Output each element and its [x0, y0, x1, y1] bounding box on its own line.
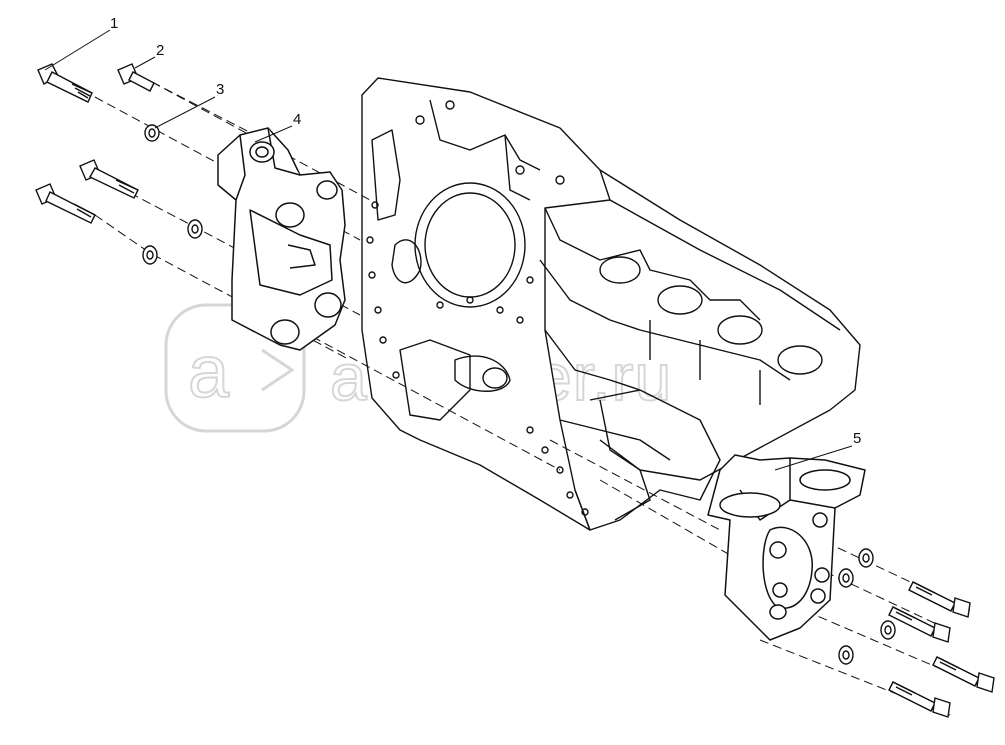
bolt-left-mid: [79, 159, 139, 199]
bolt-left-low: [35, 183, 96, 224]
bolt-2: [117, 63, 155, 92]
washer-left-mid: [187, 219, 203, 239]
bolt-right-2: [888, 606, 951, 643]
bolt-1: [37, 63, 93, 103]
washer-right-1: [858, 548, 874, 568]
bolt-right-3: [932, 656, 995, 693]
callout-2: 2: [156, 42, 164, 59]
callout-4: 4: [293, 111, 301, 128]
bolt-right-1: [908, 581, 971, 618]
leader-lines: [44, 29, 853, 471]
bracket-5: [707, 454, 866, 641]
callout-5: 5: [853, 430, 861, 447]
washer-3: [144, 124, 160, 142]
svg-text:a: a: [188, 330, 230, 413]
callout-3: 3: [216, 81, 224, 98]
washer-right-4: [838, 645, 854, 665]
bracket-4: [217, 127, 346, 351]
washer-left-low: [142, 245, 158, 265]
callout-1: 1: [110, 15, 118, 32]
washer-right-3: [880, 620, 896, 640]
engine-block: [361, 77, 861, 531]
bolt-right-4: [888, 681, 951, 718]
washer-right-2: [838, 568, 854, 588]
